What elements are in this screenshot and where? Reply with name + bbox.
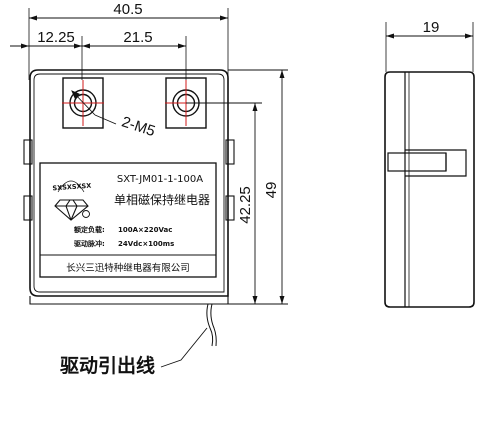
side-view xyxy=(384,22,475,308)
drive-lead-leader xyxy=(160,327,208,368)
dim-terminal-spacing: 21.5 xyxy=(123,29,152,46)
relay-body-outline xyxy=(29,69,229,297)
height-dimensions xyxy=(186,69,288,305)
label-rated-load-value: 100A×220Vac xyxy=(118,226,172,234)
label-drive-pulse-value: 24Vdc×100ms xyxy=(118,240,174,248)
label-plate xyxy=(39,162,217,278)
dim-left-offset: 12.25 xyxy=(37,29,75,46)
label-rated-load-label: 额定负载: xyxy=(73,225,105,234)
label-drive-pulse-label: 驱动脉冲: xyxy=(74,239,105,248)
dim-screw-spec: 2-M5 xyxy=(120,113,158,140)
side-body-outline xyxy=(384,71,475,308)
screw-callout-leader xyxy=(71,90,117,125)
label-model: SXT-JM01-1-100A xyxy=(117,174,203,185)
callout-drive-lead: 驱动引出线 xyxy=(60,354,155,377)
dim-total-height: 49 xyxy=(263,182,280,199)
dim-total-width: 40.5 xyxy=(113,1,142,18)
dim-pin-height: 42.25 xyxy=(237,186,254,224)
logo-diamond-icon xyxy=(54,180,90,221)
drive-lead-wires xyxy=(206,303,217,347)
label-manufacturer: 长兴三迅特种继电器有限公司 xyxy=(66,262,190,274)
logo-text: SXSXSXSX xyxy=(52,182,91,193)
label-product-name: 单相磁保持继电器 xyxy=(114,192,210,207)
dim-side-depth: 19 xyxy=(423,19,440,36)
front-view xyxy=(10,8,288,368)
